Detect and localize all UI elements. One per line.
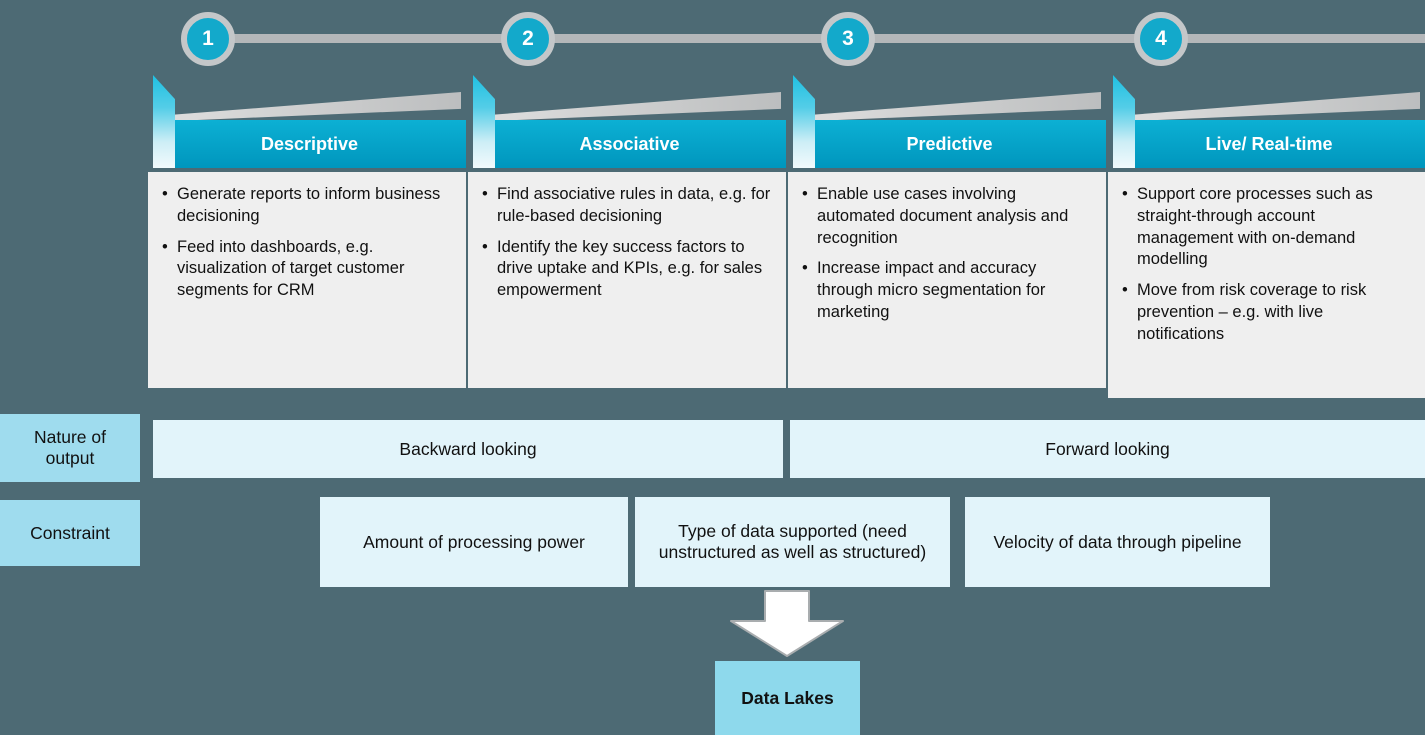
bullet-item: Increase impact and accuracy through mic… xyxy=(800,258,1094,323)
bullet-item: Identify the key success factors to driv… xyxy=(480,237,774,302)
flag-fold-shape xyxy=(473,75,495,168)
column-body: Find associative rules in data, e.g. for… xyxy=(468,172,786,388)
cell-backward-looking: Backward looking xyxy=(153,420,783,478)
column-title: Predictive xyxy=(906,133,993,154)
column-title: Live/ Real-time xyxy=(1205,133,1333,154)
column-header: Descriptive xyxy=(153,120,466,168)
column-title: Descriptive xyxy=(260,133,359,154)
column-header: Predictive xyxy=(793,120,1106,168)
cell-data-supported: Type of data supported (need unstructure… xyxy=(635,497,950,587)
cell-processing-power: Amount of processing power xyxy=(320,497,628,587)
column-body: Enable use cases involving automated doc… xyxy=(788,172,1106,388)
bullet-item: Feed into dashboards, e.g. visualization… xyxy=(160,237,454,302)
flag-top-shape xyxy=(1134,92,1420,121)
step-badge-3: 3 xyxy=(821,12,875,66)
bullet-item: Support core processes such as straight-… xyxy=(1120,184,1413,271)
data-lakes-box: Data Lakes xyxy=(715,661,860,735)
flag-fold-shape xyxy=(793,75,815,168)
timeline-line xyxy=(207,34,1425,43)
bullet-item: Generate reports to inform business deci… xyxy=(160,184,454,228)
cell-forward-looking: Forward looking xyxy=(790,420,1425,478)
step-badge-2: 2 xyxy=(501,12,555,66)
step-badge-4: 4 xyxy=(1134,12,1188,66)
column-header: Live/ Real-time xyxy=(1113,120,1425,168)
step-number: 4 xyxy=(1155,27,1167,50)
bullet-list: Enable use cases involving automated doc… xyxy=(800,184,1094,324)
row-label-constraint: Constraint xyxy=(0,500,140,566)
bullet-list: Generate reports to inform business deci… xyxy=(160,184,454,302)
flag-top-shape xyxy=(494,92,781,121)
flag-top-shape xyxy=(814,92,1101,121)
column-title: Associative xyxy=(579,133,680,154)
column-body: Support core processes such as straight-… xyxy=(1108,172,1425,398)
row-label-nature-of-output: Nature of output xyxy=(0,414,140,482)
step-badge-1: 1 xyxy=(181,12,235,66)
step-number: 2 xyxy=(522,27,534,50)
column-header: Associative xyxy=(473,120,786,168)
down-arrow-icon xyxy=(729,590,845,663)
bullet-list: Find associative rules in data, e.g. for… xyxy=(480,184,774,302)
bullet-list: Support core processes such as straight-… xyxy=(1120,184,1413,345)
bullet-item: Enable use cases involving automated doc… xyxy=(800,184,1094,249)
step-number: 3 xyxy=(842,27,854,50)
flag-fold-shape xyxy=(153,75,175,168)
cell-data-velocity: Velocity of data through pipeline xyxy=(965,497,1270,587)
step-number: 1 xyxy=(202,27,214,50)
flag-fold-shape xyxy=(1113,75,1135,168)
column-body: Generate reports to inform business deci… xyxy=(148,172,466,388)
flag-top-shape xyxy=(174,92,461,121)
bullet-item: Move from risk coverage to risk preventi… xyxy=(1120,280,1413,345)
bullet-item: Find associative rules in data, e.g. for… xyxy=(480,184,774,228)
